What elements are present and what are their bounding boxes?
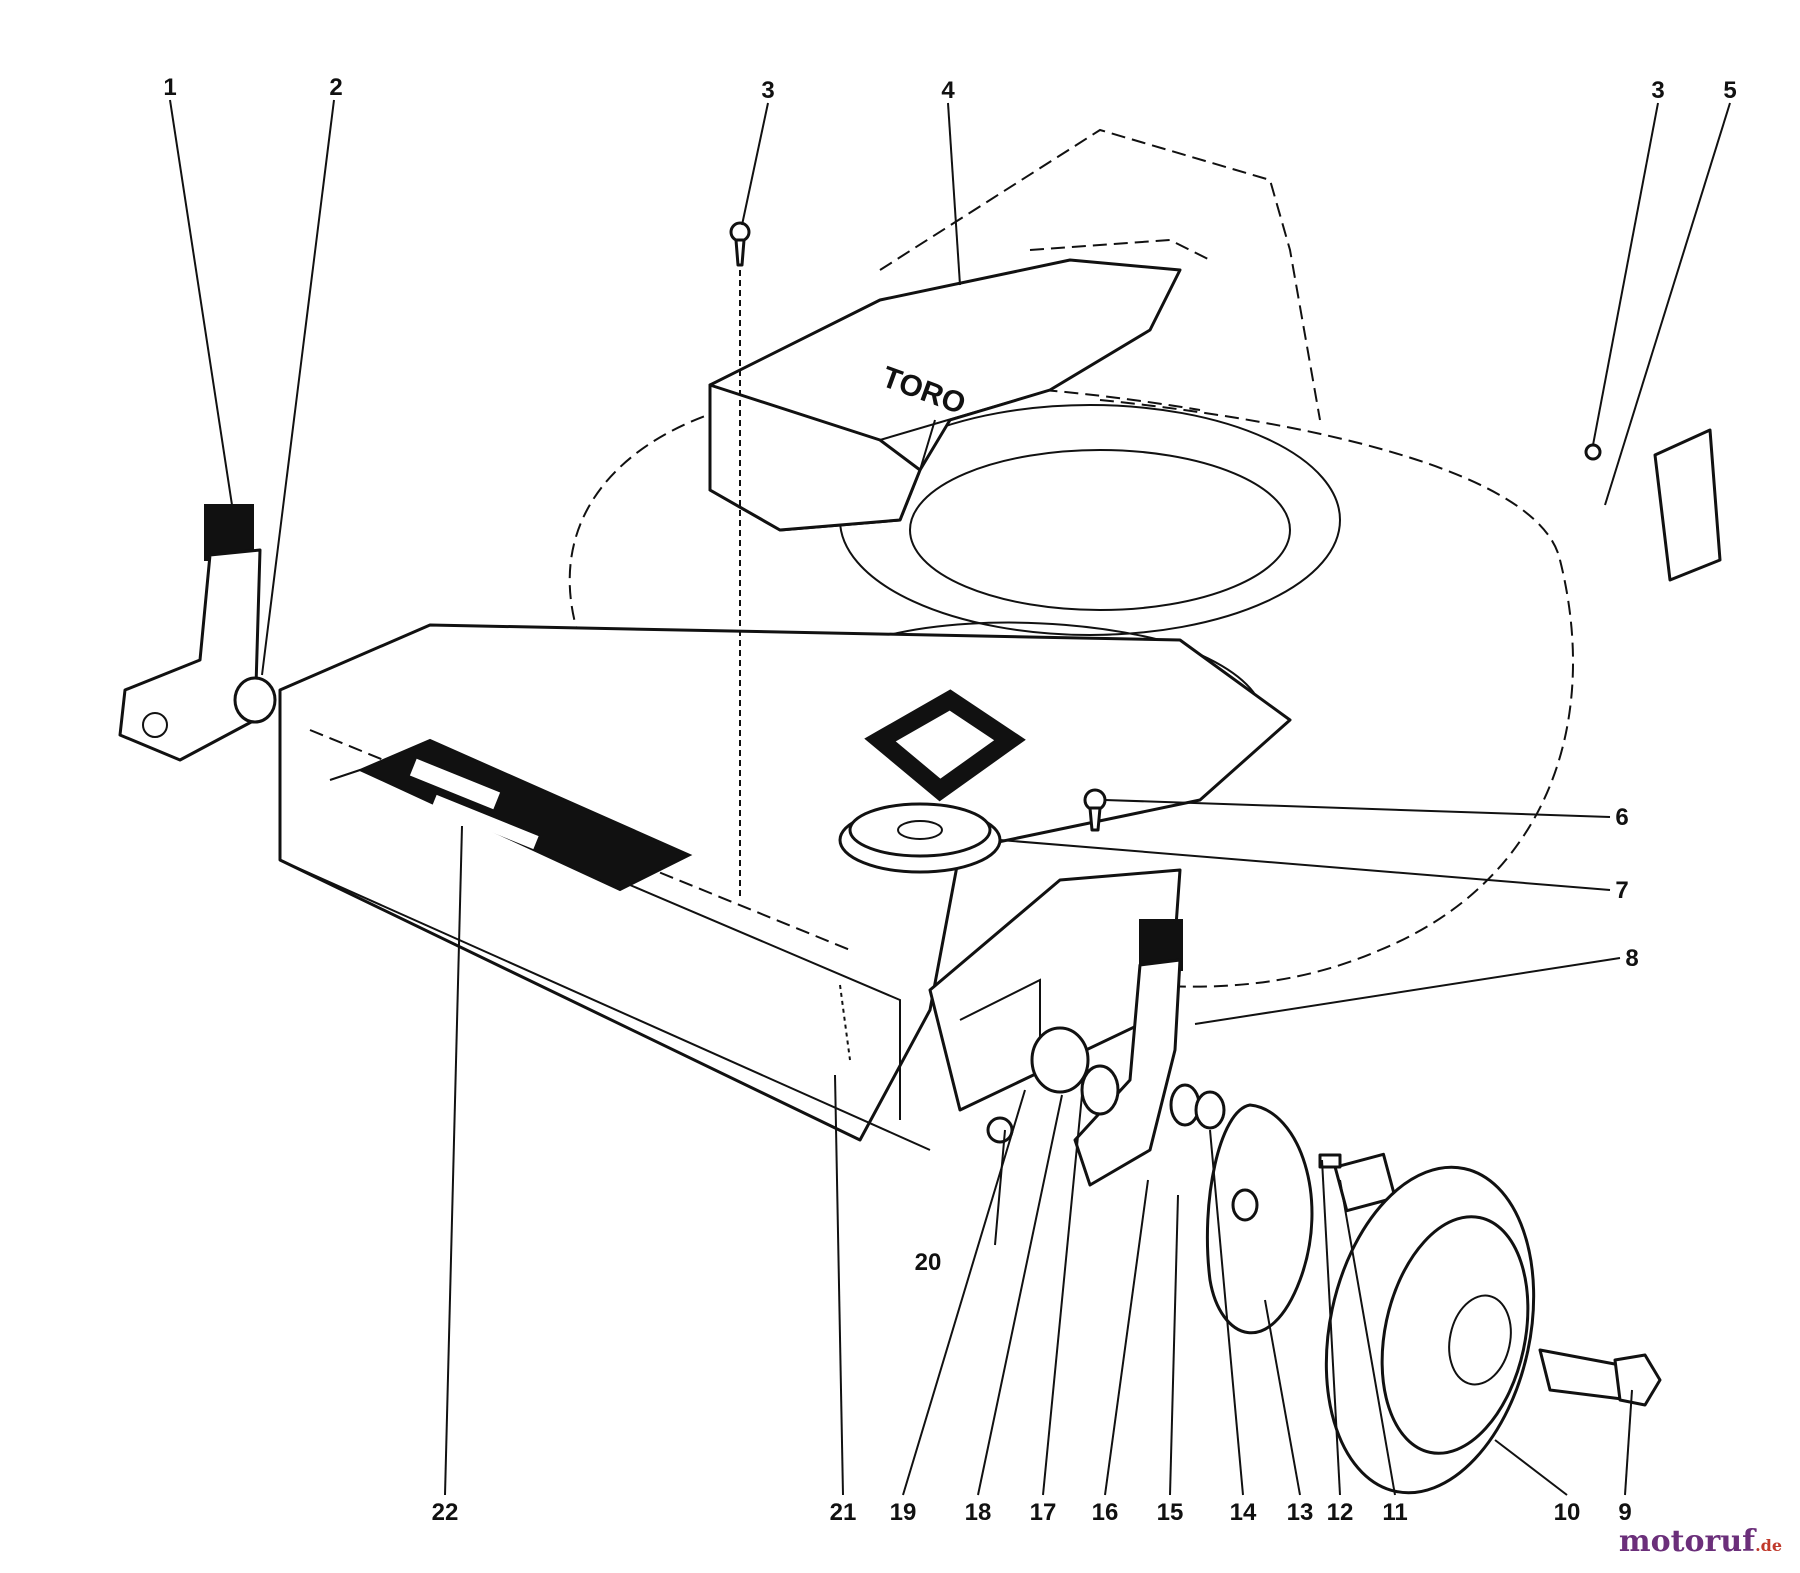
callout-4: 4 [941,77,955,104]
callout-6: 6 [1615,804,1628,831]
callout-3-right: 3 [1651,77,1664,104]
height-adjuster-right [1073,919,1201,1187]
callout-19: 19 [890,1499,917,1526]
callout-16: 16 [1092,1499,1119,1526]
leader-lines [169,99,1731,1496]
watermark-brand: motoruf [1618,1524,1756,1559]
callout-11: 11 [1382,1499,1407,1526]
callout-2: 2 [329,74,342,101]
callout-1: 1 [163,74,176,101]
callout-8: 8 [1625,945,1638,972]
callout-12: 12 [1327,1499,1354,1526]
site-watermark: motoruf.de [1619,1524,1782,1559]
callout-17: 17 [1030,1499,1057,1526]
callout-5: 5 [1723,77,1736,104]
mower-deck [278,128,1575,1151]
watermark-suffix: .de [1755,1536,1782,1555]
hardware [729,221,1722,1222]
wheel-assembly [1205,1103,1662,1495]
callout-13: 13 [1287,1499,1314,1526]
height-adjuster-left [118,504,277,762]
callout-21: 21 [830,1499,857,1526]
callout-10: 10 [1554,1499,1581,1526]
engine-shroud: TORO [708,258,1182,532]
callout-20: 20 [915,1249,942,1276]
callout-22: 22 [432,1499,459,1526]
callout-labels: 1 2 3 4 3 5 6 7 8 20 22 21 19 18 17 16 1… [163,74,1736,1526]
callout-18: 18 [965,1499,992,1526]
decal-plate [357,738,693,892]
callout-3-left: 3 [761,77,774,104]
belt-and-pulley [838,689,1026,874]
callout-9: 9 [1618,1499,1631,1526]
callout-15: 15 [1157,1499,1184,1526]
callout-7: 7 [1615,877,1628,904]
callout-14: 14 [1230,1499,1257,1526]
